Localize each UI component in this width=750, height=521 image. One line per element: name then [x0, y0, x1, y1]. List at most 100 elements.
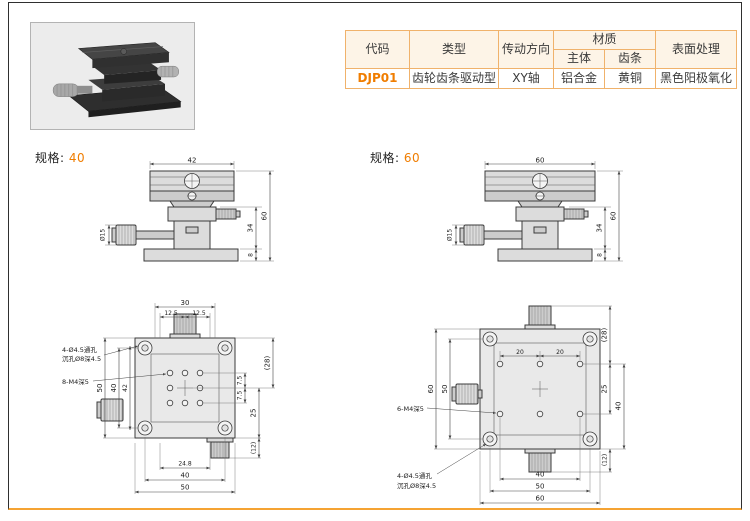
dim-40f-mid-height: 34: [220, 206, 262, 249]
drawing-40-front: 42 Ø15 34 8 60: [100, 157, 274, 262]
header-material-rack: 齿条: [604, 49, 657, 69]
note-text: 沉孔Ø8深4.5: [62, 354, 101, 363]
top-knob-y: [169, 313, 201, 339]
dim-label: 25: [250, 409, 258, 418]
dim-60t-20: 20 20: [499, 349, 581, 360]
front-dovetail: [517, 200, 563, 208]
spec-label-60: 规格: 60: [370, 149, 420, 166]
dim-40t-50-bottom: 50: [134, 443, 236, 494]
front-lower-block: [173, 220, 211, 250]
product-illustration: [52, 42, 182, 118]
dim-60t-40-right: 40: [600, 364, 626, 450]
top-knob-x: [96, 398, 124, 422]
front-knob-right: [215, 208, 241, 220]
front-top-platform: [484, 170, 596, 202]
dim-label: 60: [536, 495, 545, 503]
dim-40t-28: (28): [235, 337, 275, 388]
product-photo: [30, 22, 195, 130]
cell-rack: 黄铜: [604, 68, 657, 89]
dim-label: 60: [610, 212, 618, 221]
dim-label: 50: [181, 484, 190, 492]
dim-40t-42: 42: [122, 346, 132, 430]
dim-60t-50-left: 50: [441, 338, 483, 440]
dim-60t-25: 25: [583, 364, 612, 415]
header-material-body: 主体: [553, 49, 606, 69]
dim-60t-50-bottom: 50: [489, 448, 591, 493]
front-knob-left: [459, 224, 523, 246]
dim-label: 25: [601, 385, 609, 394]
dim-label: 50: [441, 385, 449, 394]
dim-label: 12.5: [164, 310, 178, 317]
dim-40t-40-bottom: 40: [144, 437, 226, 482]
dim-label: 8: [597, 253, 604, 257]
dim-label: 50: [96, 384, 104, 393]
dim-label: 12.5: [192, 310, 206, 317]
dim-60t-60-bottom: 60: [479, 451, 601, 505]
dim-label: 42: [122, 384, 129, 392]
top-inner-plate: [493, 342, 587, 436]
spec-label-40: 规格: 40: [35, 149, 85, 166]
dim-60f-mid-height: 34: [569, 206, 611, 249]
dim-label: Ø15: [100, 229, 107, 242]
dim-label: (12): [602, 454, 609, 466]
front-base-plate: [143, 248, 239, 262]
dim-40t-30: 30: [154, 299, 216, 338]
front-knob-left: [111, 224, 175, 246]
dim-label: 30: [181, 299, 190, 307]
dim-60t-12: (12): [551, 449, 612, 473]
dim-label: 42: [188, 157, 197, 165]
cell-surface: 黑色阳极氧化: [655, 68, 738, 89]
spec-label-40-text: 规格:: [35, 151, 65, 165]
top-knob-y: [524, 305, 556, 330]
front-base-plate: [497, 248, 593, 262]
dim-label: 40: [615, 402, 623, 411]
dim-label: 20: [556, 349, 564, 356]
dim-40t-25: 25: [235, 388, 261, 439]
cell-code: DJP01: [345, 68, 410, 89]
drawing-60-front: 60 Ø15 34 8 60: [447, 157, 623, 262]
dim-label: 50: [536, 483, 545, 491]
dim-label: (28): [264, 356, 272, 371]
dim-label: (12): [251, 442, 258, 454]
dim-40t-125: 12.5 12.5: [159, 310, 211, 338]
drawing-60-top: 20 20 (28) 25 40 (12) 60 50 40: [397, 305, 626, 505]
dim-label: 24.8: [178, 461, 192, 468]
front-carriage: [167, 206, 241, 222]
spec-label-40-value: 40: [68, 151, 86, 165]
dim-label: 7.5: [237, 391, 244, 401]
dim-60t-60-left: 60: [427, 328, 480, 450]
dim-label: 8: [248, 253, 255, 257]
cell-direction: XY轴: [498, 68, 555, 89]
dim-40f-total-height: 60: [236, 170, 274, 262]
note-text: 4-Ø4.5通孔: [62, 345, 97, 354]
dim-40t-248: 24.8: [159, 443, 211, 470]
dim-40t-40-left: 40: [110, 347, 138, 429]
spec-label-60-text: 规格:: [370, 151, 400, 165]
spec-label-60-value: 60: [403, 151, 421, 165]
dim-40t-75: 7.5 7.5: [193, 372, 275, 404]
front-carriage: [515, 206, 589, 222]
dim-60f-knob-dia: Ø15: [447, 224, 464, 246]
dim-40f-width: 42: [149, 157, 235, 169]
tapped-hole-grid: [496, 360, 584, 418]
dim-label: 60: [261, 212, 269, 221]
note-text: 8-M4深5: [62, 377, 89, 386]
drawing-40-top: 30 12.5 12.5 7.5 7.5 25 (28) (12) 50: [62, 299, 275, 494]
note-60t-tapped: 6-M4深5: [397, 404, 497, 414]
dim-label: 40: [110, 384, 118, 393]
dim-label: 40: [536, 471, 545, 479]
dim-label: (28): [601, 328, 609, 343]
header-direction: 传动方向: [498, 30, 555, 69]
dim-label: 60: [427, 385, 435, 394]
spec-table: 代码 类型 传动方向 材质 表面处理 主体 齿条 DJP01 齿轮齿条驱动型 X…: [345, 30, 738, 89]
front-top-platform: [149, 170, 235, 202]
dim-60t-40-bottom: 40: [499, 418, 581, 481]
note-text: 6-M4深5: [397, 404, 424, 413]
cell-body: 铝合金: [553, 68, 606, 89]
dim-label: 7.5: [237, 376, 244, 386]
table-row: DJP01 齿轮齿条驱动型 XY轴 铝合金 黄铜 黑色阳极氧化: [345, 68, 738, 89]
dim-label: 34: [596, 223, 604, 232]
top-knob-x: [451, 383, 483, 405]
rack-housing: [206, 437, 234, 459]
dim-40f-base-height: 8: [240, 248, 262, 261]
